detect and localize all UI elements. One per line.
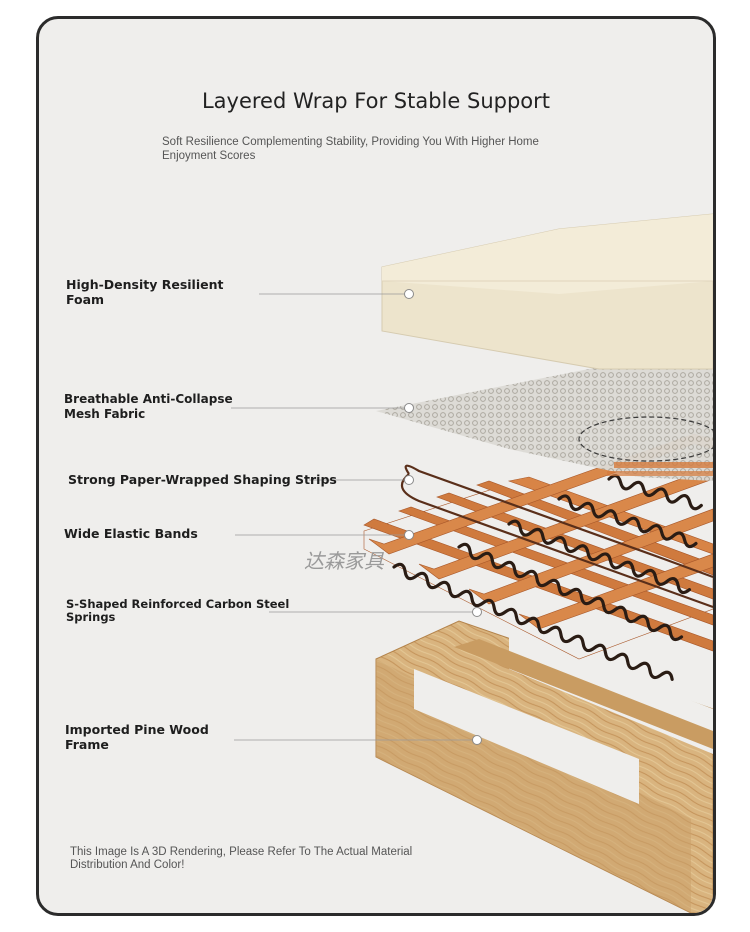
resilient-foam bbox=[381, 213, 713, 370]
leader-lines bbox=[231, 293, 475, 741]
label-springs: S-Shaped Reinforced Carbon Steel Springs bbox=[66, 598, 289, 624]
label-shaping-strips: Strong Paper-Wrapped Shaping Strips bbox=[68, 472, 337, 487]
label-elastic-bands: Wide Elastic Bands bbox=[64, 526, 198, 541]
label-wood-frame-line-1: Imported Pine Wood bbox=[65, 722, 209, 737]
s-shaped-springs bbox=[392, 474, 703, 681]
label-foam-line-2: Foam bbox=[66, 292, 105, 307]
page-subtitle: Soft Resilience Complementing Stability,… bbox=[162, 136, 539, 162]
mesh-fabric bbox=[376, 367, 713, 481]
layered-structure-illustration bbox=[231, 213, 713, 913]
label-shaping-strips-line-1: Strong Paper-Wrapped Shaping Strips bbox=[68, 472, 337, 487]
label-wood-frame-line-2: Frame bbox=[65, 737, 109, 752]
label-elastic-bands-line-1: Wide Elastic Bands bbox=[64, 526, 198, 541]
watermark: 达森家具 bbox=[304, 549, 384, 573]
label-springs-line-2: Springs bbox=[66, 610, 116, 624]
leader-dots bbox=[404, 289, 482, 745]
label-springs-line-1: S-Shaped Reinforced Carbon Steel bbox=[66, 597, 290, 611]
info-card: Layered Wrap For Stable Support Soft Res… bbox=[36, 16, 716, 916]
page-title: Layered Wrap For Stable Support bbox=[201, 89, 551, 113]
label-foam-line-1: High-Density Resilient bbox=[66, 277, 224, 292]
pine-wood-frame bbox=[375, 620, 713, 913]
label-foam: High-Density Resilient Foam bbox=[66, 277, 223, 307]
label-mesh-line-2: Mesh Fabric bbox=[64, 407, 146, 421]
label-mesh: Breathable Anti-Collapse Mesh Fabric bbox=[64, 392, 233, 422]
label-wood-frame: Imported Pine Wood Frame bbox=[65, 722, 209, 752]
disclaimer: This Image Is A 3D Rendering, Please Ref… bbox=[70, 846, 413, 871]
label-mesh-line-1: Breathable Anti-Collapse bbox=[64, 392, 233, 406]
